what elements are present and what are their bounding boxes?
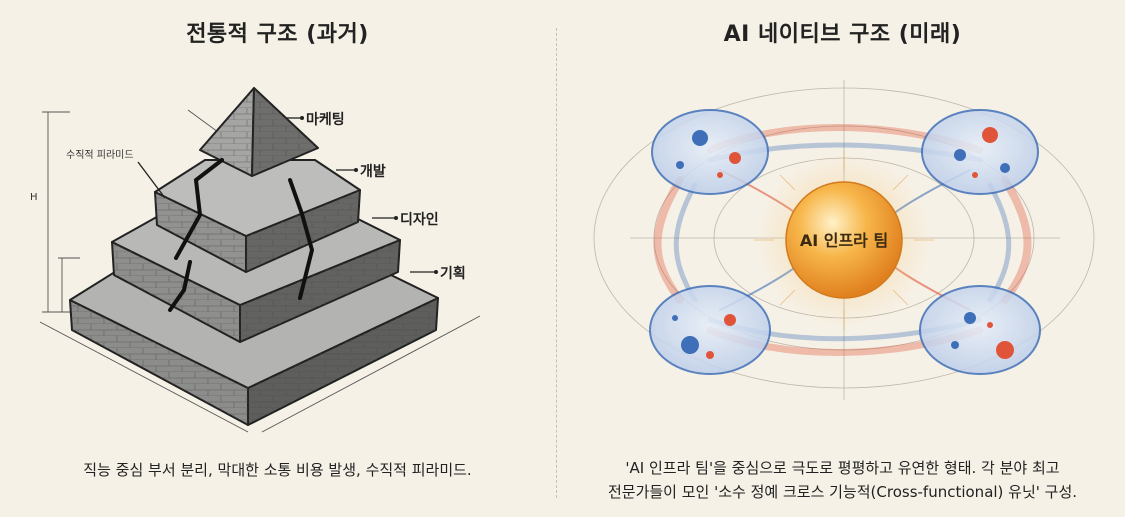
layer-label-marketing: 마케팅 — [306, 111, 345, 128]
ai-native-structure-title: AI 네이티브 구조 (미래) — [723, 22, 962, 47]
panel-divider — [556, 28, 557, 498]
block-gaps — [168, 158, 315, 312]
caption-line-2: 전문가들이 모인 '소수 정예 크로스 기능적(Cross-functional… — [607, 483, 1078, 501]
traditional-structure-caption: 직능 중심 부서 분리, 막대한 소통 비용 발생, 수직적 피라미드. — [83, 461, 472, 479]
unit-bottom-right — [919, 285, 1041, 375]
height-mark: H — [30, 192, 38, 203]
traditional-structure-panel: 전통적 구조 (과거) H — [0, 0, 555, 517]
unit-top-right — [921, 109, 1039, 195]
vertical-pyramid-label: 수직적 피라미드 — [66, 149, 134, 161]
ai-native-network-illustration: AI 인프라 팀 — [593, 80, 1095, 400]
ai-native-structure-panel: AI 네이티브 구조 (미래) — [560, 0, 1125, 517]
ai-native-structure-caption: 'AI 인프라 팀'을 중심으로 극도로 평평하고 유연한 형태. 각 분야 최… — [560, 456, 1125, 504]
layer-label-planning: 기획 — [440, 265, 466, 282]
layer-label-development: 개발 — [360, 163, 386, 180]
pyramid-illustration: H — [30, 87, 481, 433]
unit-bottom-left — [649, 285, 771, 375]
dimension-lines — [39, 109, 481, 433]
core-label: AI 인프라 팀 — [800, 231, 888, 250]
traditional-structure-title: 전통적 구조 (과거) — [186, 22, 369, 47]
ai-infra-core — [785, 181, 903, 299]
layer-label-design: 디자인 — [400, 211, 439, 228]
caption-line-1: 'AI 인프라 팀'을 중심으로 극도로 평평하고 유연한 형태. 각 분야 최… — [625, 459, 1060, 477]
unit-top-left — [651, 109, 769, 195]
